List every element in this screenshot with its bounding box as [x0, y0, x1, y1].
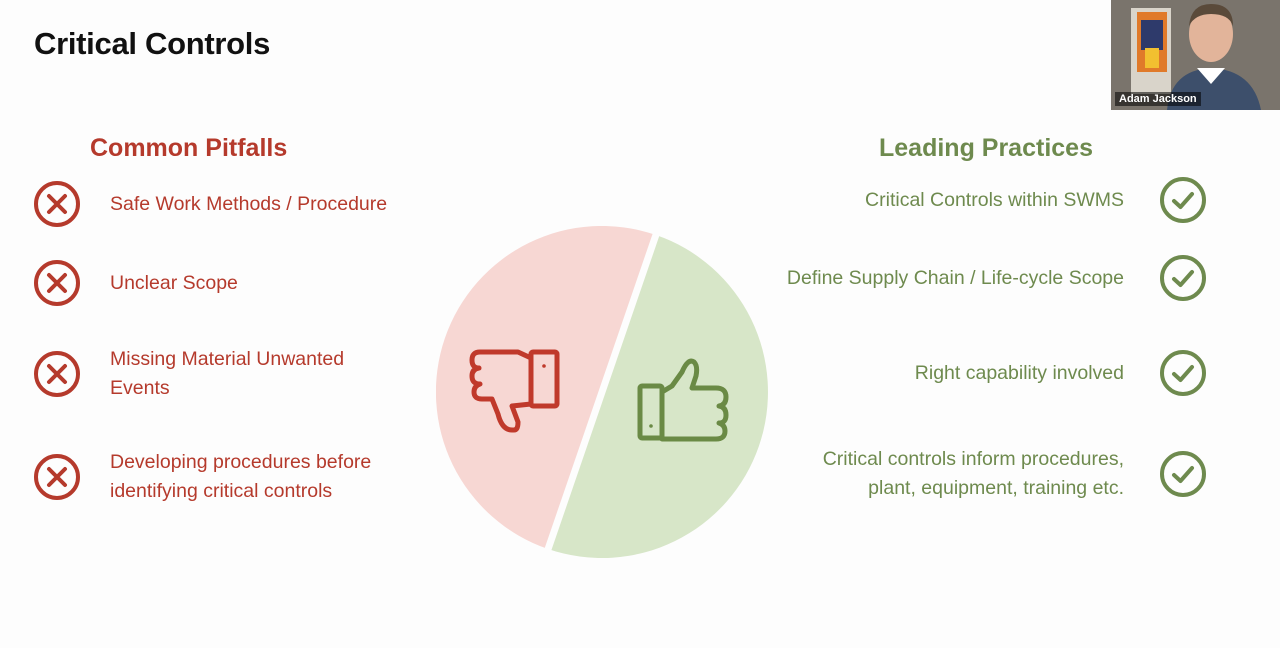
pitfall-item: Developing procedures before identifying…: [32, 449, 452, 505]
pitfall-item: Missing Material Unwanted Events: [32, 346, 452, 402]
x-circle-icon: [34, 351, 80, 397]
pie-left-half: [436, 226, 656, 549]
split-pie-graphic: [436, 226, 768, 558]
pitfall-text: Developing procedures before identifying…: [110, 451, 372, 502]
pitfall-text: Missing Material Unwanted Events: [110, 348, 345, 399]
check-circle-icon: [1160, 177, 1206, 223]
slide-title: Critical Controls: [34, 26, 271, 61]
practice-item: Critical controls inform procedures, pla…: [648, 446, 1208, 502]
practice-item: Critical Controls within SWMS: [648, 172, 1208, 228]
thumbs-down-icon: [469, 349, 560, 433]
pitfall-text: Unclear Scope: [110, 271, 238, 294]
practice-text: Critical Controls within SWMS: [865, 188, 1124, 211]
pitfall-item: Safe Work Methods / Procedure: [32, 176, 452, 232]
leading-practices-heading: Leading Practices: [879, 134, 1093, 162]
x-circle-icon: [34, 181, 80, 227]
pitfall-text: Safe Work Methods / Procedure: [110, 192, 388, 215]
check-circle-icon: [1160, 451, 1206, 497]
practice-item: Right capability involved: [648, 345, 1208, 401]
participant-name-label: Adam Jackson: [1115, 92, 1201, 106]
pie-right-half: [548, 235, 768, 558]
practice-text: Critical controls inform procedures, pla…: [822, 448, 1124, 499]
practice-item: Define Supply Chain / Life-cycle Scope: [648, 250, 1208, 306]
pitfall-item: Unclear Scope: [32, 255, 452, 311]
check-circle-icon: [1160, 350, 1206, 396]
thumbs-up-icon: [637, 358, 729, 442]
check-circle-icon: [1160, 255, 1206, 301]
practice-text: Right capability involved: [914, 361, 1124, 384]
common-pitfalls-heading: Common Pitfalls: [90, 134, 288, 162]
webcam-video-tile[interactable]: Adam Jackson: [1111, 0, 1280, 110]
x-circle-icon: [34, 260, 80, 306]
x-circle-icon: [34, 454, 80, 500]
practice-text: Define Supply Chain / Life-cycle Scope: [786, 266, 1124, 289]
